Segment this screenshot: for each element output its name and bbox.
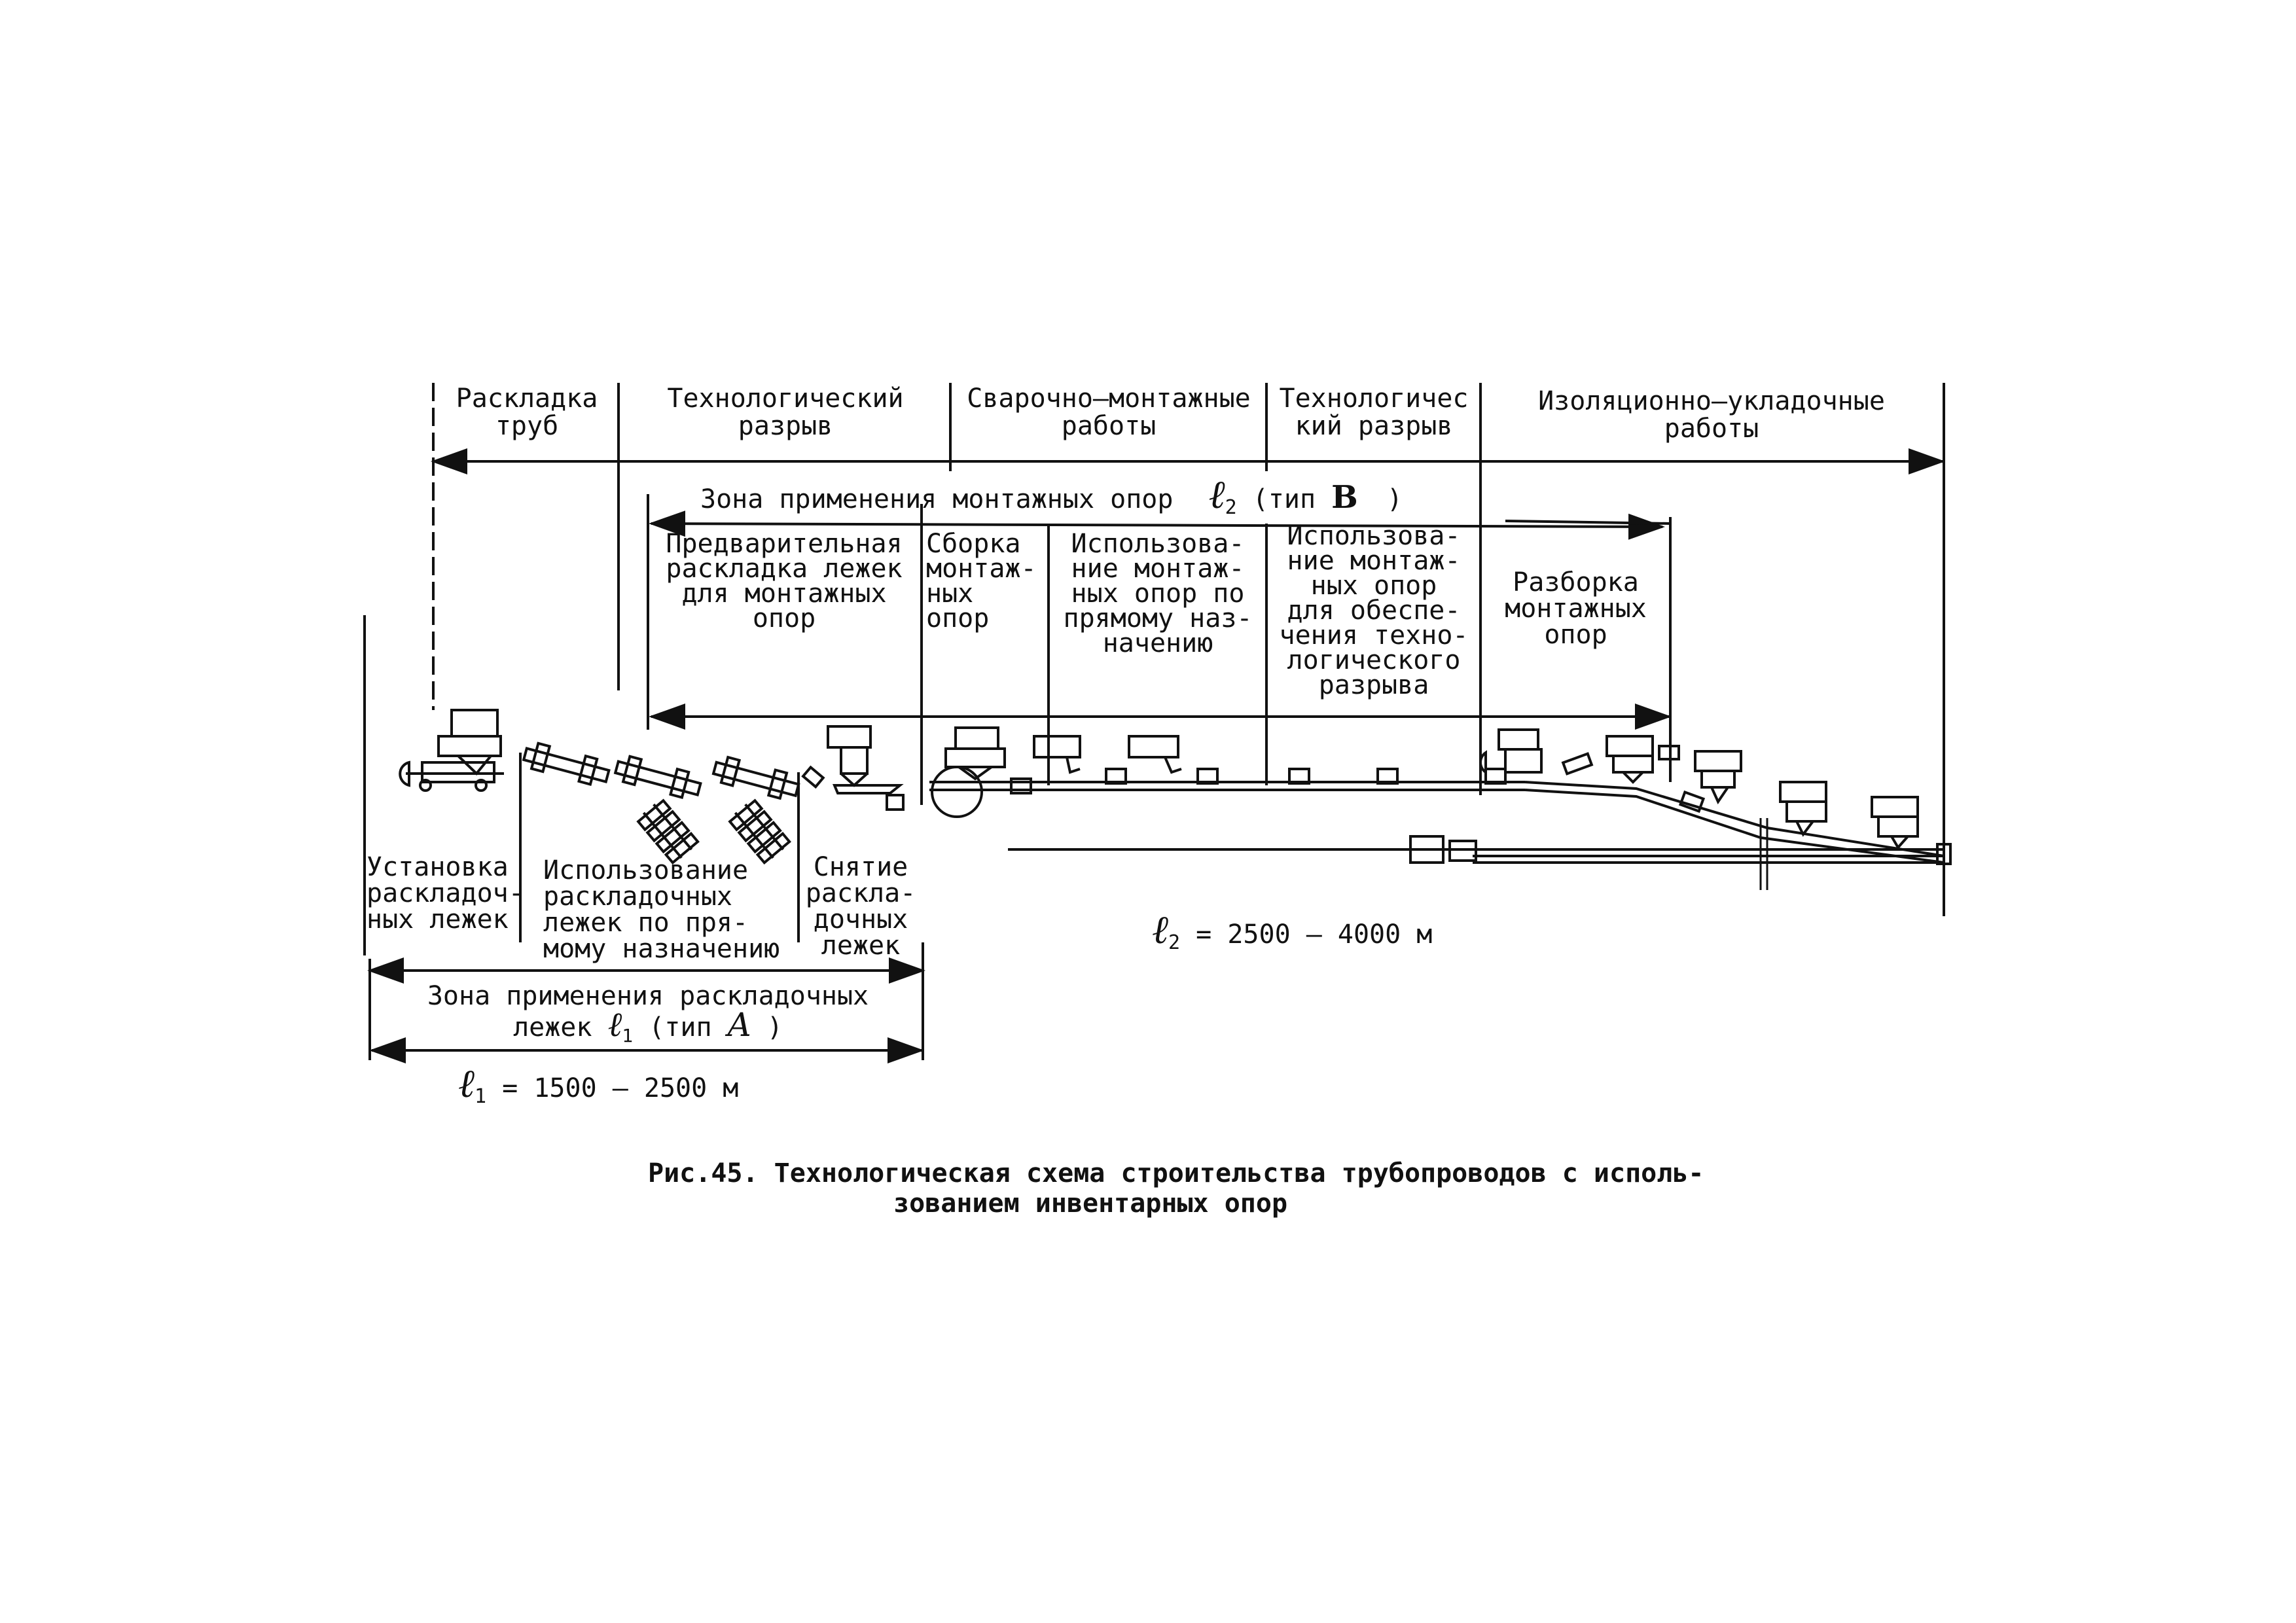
zone-a-symbol: ℓ	[607, 1005, 622, 1044]
stage-pipe-layout-line1: Раскладка	[456, 383, 598, 414]
length-2-subscript: 2	[1168, 931, 1181, 954]
stage-pipe-layout-line2: труб	[495, 411, 559, 441]
step-use-direct-line: прямому наз-	[1063, 603, 1253, 633]
zone-a-close: )	[766, 1012, 783, 1043]
step-disassembly-line: опор	[1544, 620, 1607, 650]
stage-tech-gap-2-line1: Технологичес	[1279, 383, 1469, 414]
step-use-skids-line: мому назначению	[543, 934, 780, 964]
step-removal: Снятие раскла- дочных лежек	[802, 854, 920, 959]
step-use-direct-line: Использова-	[1071, 529, 1245, 559]
stage-insulation-line1: Изоляционно–укладочные	[1538, 386, 1885, 416]
step-use-gap-line: ных опор	[1310, 571, 1437, 601]
stage-insulation-line2: работы	[1664, 414, 1759, 444]
pipelayer-machines	[399, 709, 1952, 865]
zone-a-type-letter: A	[727, 1006, 751, 1044]
step-preliminary: Предварительная раскладка лежек для монт…	[649, 529, 919, 633]
length-1-subscript: 1	[475, 1085, 487, 1108]
length-1: ℓ1 = 1500 – 2500 м	[458, 1064, 739, 1111]
step-disassembly-line: Разборка	[1513, 567, 1639, 597]
step-use-gap-line: логического	[1287, 645, 1461, 675]
step-removal-line: Снятие	[813, 852, 908, 882]
zone-b-type-text: (тип	[1252, 484, 1316, 514]
step-use-skids-line: Использование	[543, 855, 749, 885]
zone-b-close: )	[1386, 484, 1403, 514]
zone-b-text: Зона применения монтажных опор	[700, 484, 1174, 514]
step-use-gap-line: ние монтаж-	[1287, 546, 1461, 576]
zone-b-symbol: ℓ	[1208, 472, 1225, 518]
step-install: Установка раскладоч- ных лежек	[367, 854, 524, 933]
step-use-gap-line: чения техно-	[1279, 620, 1469, 651]
caption-line1: Рис.45. Технологическая схема строительс…	[648, 1158, 1704, 1188]
step-use-gap-line: Использова-	[1287, 521, 1461, 551]
stage-pipe-layout: Раскладка труб	[439, 385, 615, 440]
zone-a-label: Зона применения раскладочных лежек ℓ1 (т…	[373, 982, 923, 1050]
step-use-direct: Использова- ние монтаж- ных опор по прям…	[1050, 531, 1265, 656]
caption-line2: зованием инвентарных опор	[893, 1188, 1288, 1219]
step-use-direct-line: ние монтаж-	[1071, 554, 1245, 584]
step-use-direct-line: начению	[1102, 628, 1213, 658]
step-assembly-line: ных	[926, 579, 974, 609]
zone-b-type-letter: B	[1331, 479, 1358, 516]
length-1-symbol: ℓ	[458, 1061, 475, 1107]
length-2-symbol: ℓ	[1152, 907, 1168, 953]
zone-b-dimension-line	[649, 510, 1665, 540]
pipe-end-circle	[931, 766, 983, 818]
stage-tech-gap-1: Технологический разрыв	[622, 385, 949, 440]
step-use-gap-line: для обеспе-	[1287, 596, 1461, 626]
figure-caption: Рис.45. Технологическая схема строительс…	[648, 1158, 1704, 1219]
length-2-text: = 2500 – 4000 м	[1196, 919, 1433, 950]
zone-b-subscript: 2	[1225, 496, 1237, 519]
stage-welding: Сварочно–монтажные работы	[952, 385, 1265, 440]
step-use-skids: Использование раскладочных лежек по пря-…	[543, 857, 780, 962]
step-install-line: ных лежек	[367, 904, 509, 935]
step-removal-line: дочных	[813, 904, 908, 935]
step-disassembly: Разборка монтажных опор	[1482, 569, 1669, 648]
step-use-gap: Использова- ние монтаж- ных опор для обе…	[1268, 521, 1479, 700]
step-preliminary-line: для монтажных	[681, 579, 887, 609]
stage-welding-line1: Сварочно–монтажные	[967, 383, 1251, 414]
stage-tech-gap-1-line1: Технологический	[667, 383, 904, 414]
stage-welding-line2: работы	[1061, 411, 1157, 441]
step-preliminary-line: раскладка лежек	[666, 554, 903, 584]
step-assembly-line: Сборка	[926, 529, 1021, 559]
stage-tech-gap-2-line2: кий разрыв	[1295, 411, 1453, 441]
stage-tech-gap-1-line2: разрыв	[738, 411, 833, 441]
step-use-direct-line: ных опор по	[1071, 579, 1245, 609]
step-disassembly-line: монтажных	[1505, 594, 1647, 624]
length-1-text: = 1500 – 2500 м	[502, 1073, 739, 1103]
step-assembly: Сборка монтаж- ных опор	[926, 529, 1037, 633]
length-2: ℓ2 = 2500 – 4000 м	[1152, 910, 1433, 957]
zone-b-label: Зона применения монтажных опор ℓ2 (тип B…	[700, 475, 1403, 522]
step-use-gap-line: разрыва	[1318, 670, 1429, 700]
zone-a-prefix: лежек	[513, 1012, 592, 1043]
step-removal-line: лежек	[821, 931, 901, 961]
step-preliminary-line: опор	[752, 603, 816, 633]
step-assembly-line: монтаж-	[926, 554, 1037, 584]
stage-insulation: Изоляционно–укладочные работы	[1482, 387, 1941, 442]
zone-a-subscript: 1	[622, 1025, 634, 1046]
stage-tech-gap-2: Технологичес кий разрыв	[1268, 385, 1479, 440]
step-install-line: раскладоч-	[367, 878, 524, 908]
step-use-skids-line: лежек по пря-	[543, 908, 749, 938]
zone-a-line2: лежек ℓ1 (тип A )	[373, 1008, 923, 1050]
step-removal-line: раскла-	[805, 878, 916, 908]
step-install-line: Установка	[367, 852, 509, 882]
step-preliminary-line: Предварительная	[666, 529, 903, 559]
zone-a-type-text: (тип	[649, 1012, 712, 1043]
step-assembly-line: опор	[926, 603, 990, 633]
zone-a-line1: Зона применения раскладочных	[427, 981, 869, 1011]
step-use-skids-line: раскладочных	[543, 882, 732, 912]
